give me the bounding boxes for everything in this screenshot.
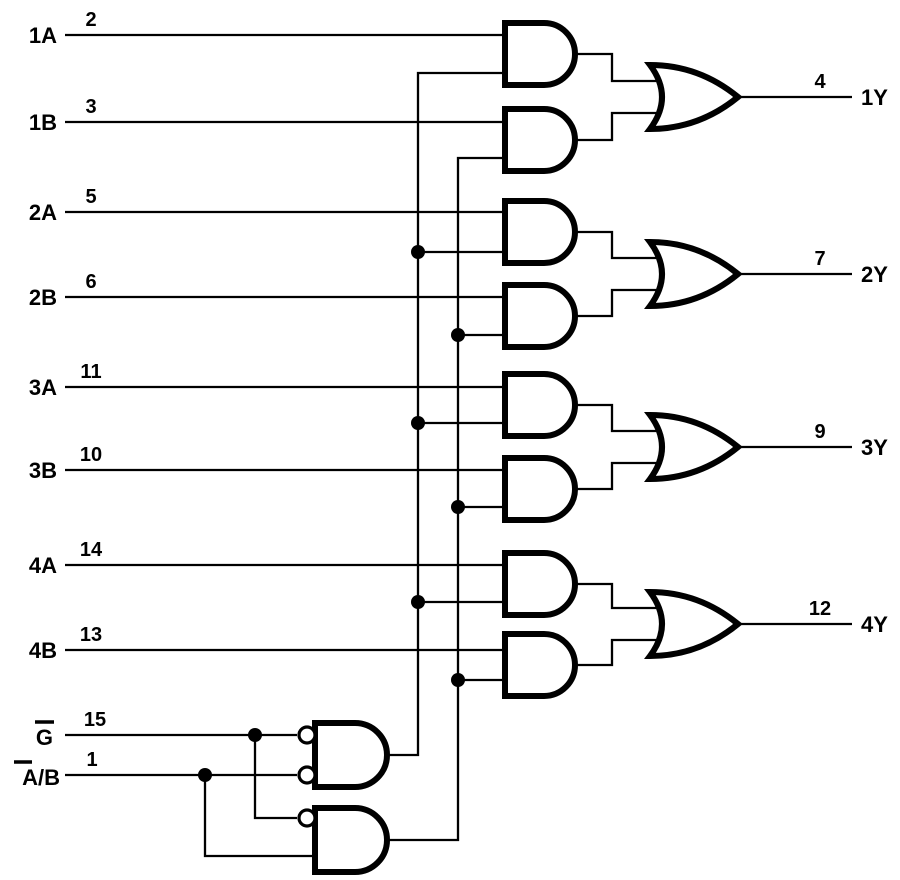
input-4b-pin: 13 <box>80 624 102 646</box>
output-4y-label: 4Y <box>861 612 888 637</box>
inverter-bubble <box>297 765 317 785</box>
inverter-bubble <box>297 808 317 828</box>
input-4a-label: 4A <box>29 553 57 578</box>
g-branch-wire <box>253 735 297 820</box>
input-1b-pin: 3 <box>85 96 96 118</box>
ab-select-branch-wire <box>203 775 315 858</box>
and-gate-2b <box>502 282 578 350</box>
junction-dot <box>248 728 262 742</box>
input-1a-pin: 2 <box>85 9 96 31</box>
input-3b-pin: 10 <box>80 444 102 466</box>
input-1b-label: 1B <box>29 110 57 135</box>
junction-dot <box>198 768 212 782</box>
connector-1a-to-or <box>574 52 666 83</box>
input-1a-label: 1A <box>29 23 57 48</box>
input-4b-label: 4B <box>29 638 57 663</box>
junction-dot <box>411 595 425 609</box>
and-gate-4a <box>502 550 578 618</box>
select-b-bus <box>387 156 505 842</box>
output-3y-label: 3Y <box>861 435 888 460</box>
and-gate-3b <box>502 455 578 523</box>
or-gate-1y <box>644 61 743 133</box>
output-2y-pin: 7 <box>814 248 825 270</box>
connector-2b-to-or <box>574 288 666 318</box>
connector-3a-to-or <box>574 403 666 433</box>
inverter-bubble <box>297 725 317 745</box>
input-2a-pin: 5 <box>85 186 96 208</box>
junction-dot <box>411 245 425 259</box>
junction-dot <box>451 673 465 687</box>
connector-2a-to-or <box>574 230 666 260</box>
or-gate-2y <box>644 238 743 310</box>
junction-dot <box>411 416 425 430</box>
output-3y-pin: 9 <box>814 421 825 443</box>
or-gate-3y <box>644 411 743 483</box>
connector-3b-to-or <box>574 461 666 491</box>
output-4y-pin: 12 <box>809 598 831 620</box>
connector-1b-to-or <box>574 111 666 142</box>
input-ab-select-label: A/B <box>22 765 60 790</box>
select-a-bus <box>387 71 505 757</box>
and-gate-4b <box>502 631 578 699</box>
enable-and-gate-a <box>312 720 390 790</box>
input-2b-label: 2B <box>29 285 57 310</box>
and-gate-2a <box>502 198 578 266</box>
input-2b-pin: 6 <box>85 271 96 293</box>
input-3a-pin: 11 <box>80 361 101 383</box>
input-g-pin: 15 <box>84 709 106 731</box>
input-g-label: G <box>36 725 53 750</box>
and-gate-1b <box>502 106 578 174</box>
and-gate-3a <box>502 371 578 439</box>
output-2y-label: 2Y <box>861 262 888 287</box>
junction-dot <box>451 328 465 342</box>
connector-4a-to-or <box>574 582 666 610</box>
and-gate-1a <box>502 20 578 88</box>
input-4a-pin: 14 <box>80 539 103 561</box>
or-gate-4y <box>644 588 743 660</box>
junction-dot <box>451 500 465 514</box>
input-3b-label: 3B <box>29 458 57 483</box>
connector-4b-to-or <box>574 638 666 667</box>
enable-and-gate-b <box>312 805 390 875</box>
output-1y-label: 1Y <box>861 85 888 110</box>
output-1y-pin: 4 <box>814 71 826 93</box>
input-ab-select-pin: 1 <box>86 749 97 771</box>
input-3a-label: 3A <box>29 375 57 400</box>
input-2a-label: 2A <box>29 200 57 225</box>
